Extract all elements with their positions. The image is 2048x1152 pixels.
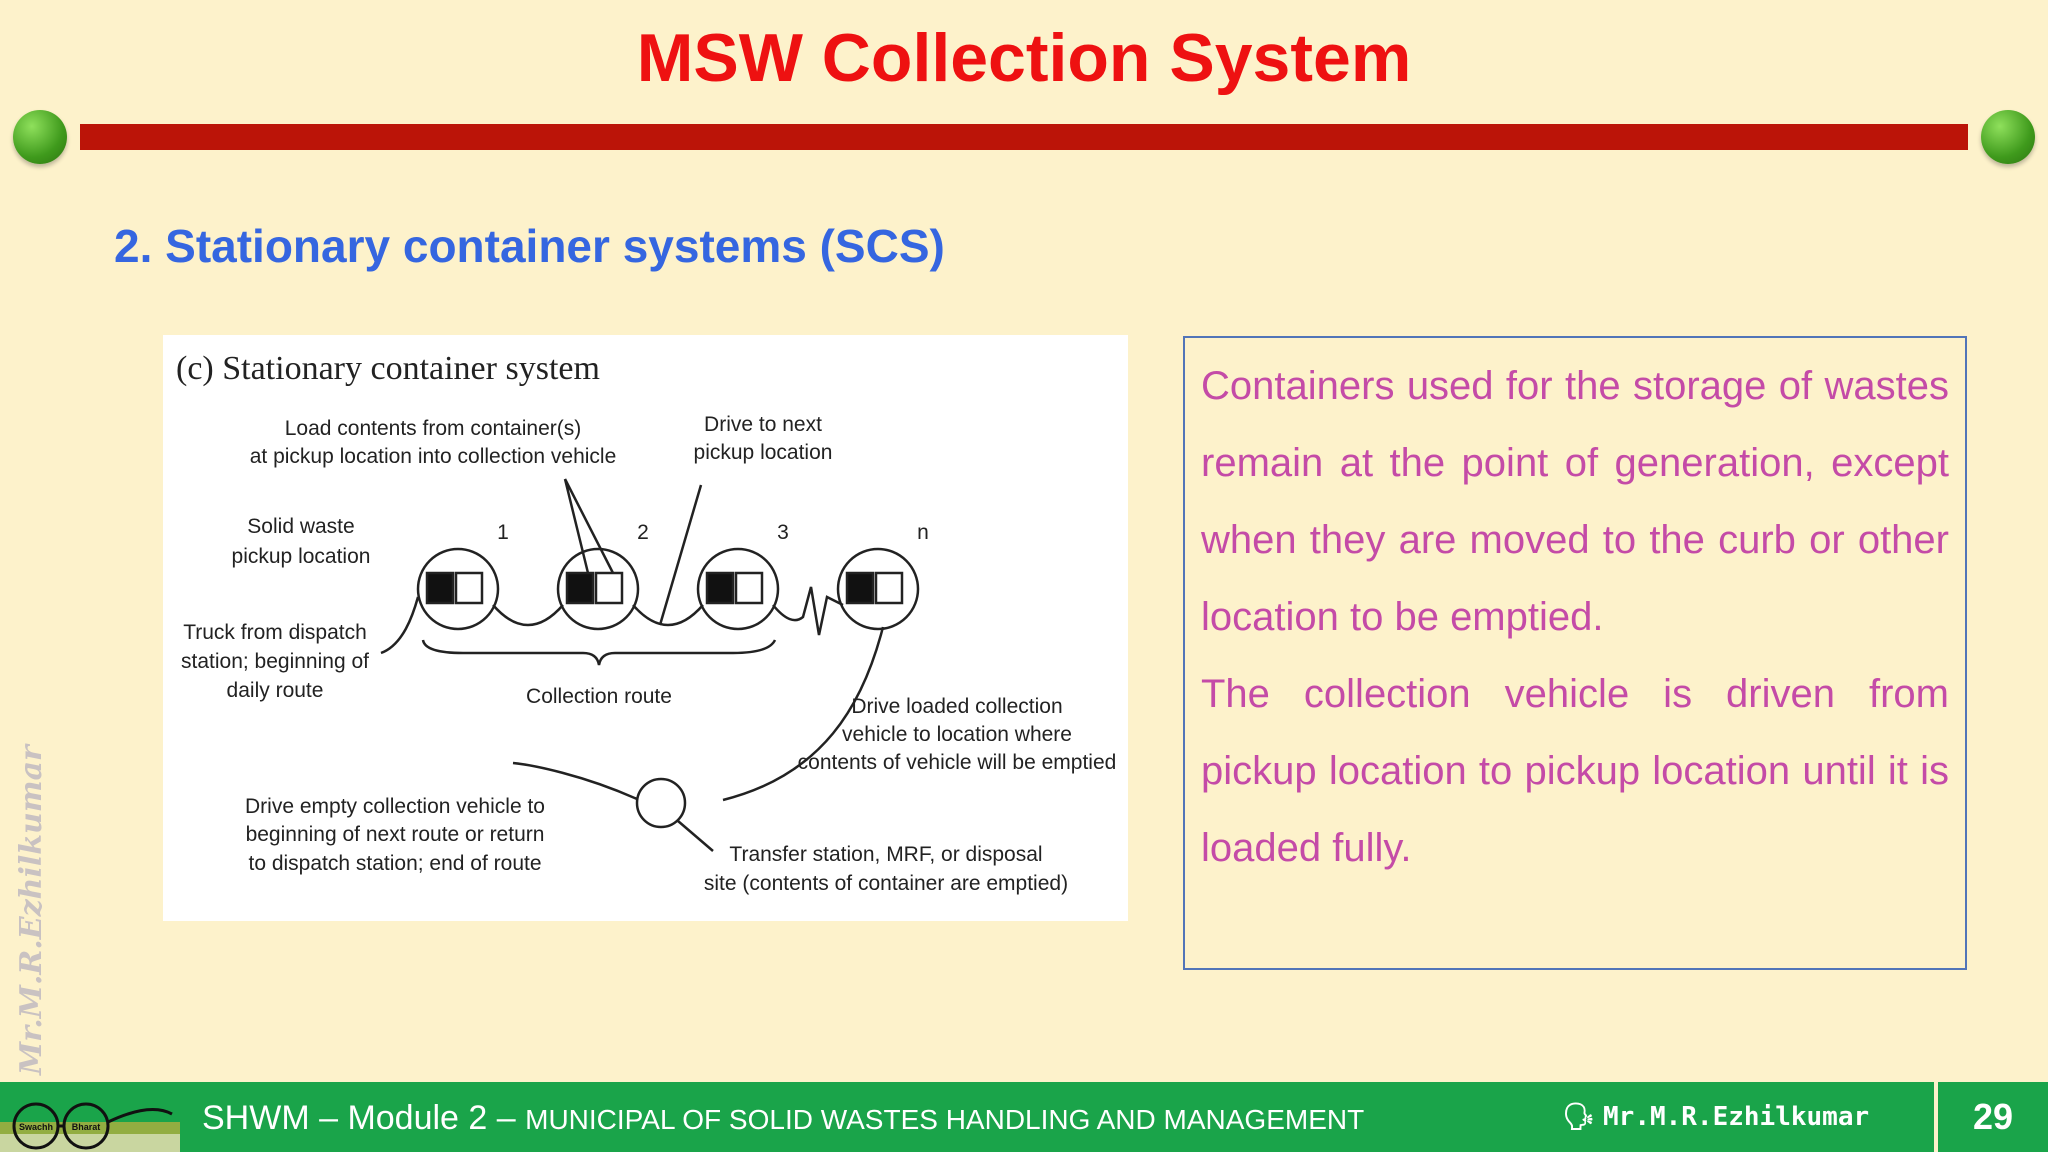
pickup-number-1: 1 xyxy=(497,521,509,544)
diagram-caption: (c) Stationary container system xyxy=(176,350,600,387)
pickup-circle-n xyxy=(836,547,920,631)
stationary-container-diagram: (c) Stationary container system Load con… xyxy=(163,335,1128,921)
container-empty-3 xyxy=(734,571,764,605)
label-truck-1: Truck from dispatch xyxy=(183,621,367,644)
route-arc-3-break xyxy=(772,586,844,636)
description-paragraph-1: Containers used for the storage of waste… xyxy=(1201,364,1949,639)
drive-empty-path xyxy=(512,761,638,801)
slide-title: MSW Collection System xyxy=(636,20,1412,96)
head-icon: 🗣 xyxy=(1562,1102,1596,1132)
label-collection-route: Collection route xyxy=(526,685,672,708)
description-paragraph-2: The collection vehicle is driven from pi… xyxy=(1201,672,1949,870)
drive-loaded-path xyxy=(722,626,885,802)
label-drive-empty-2: beginning of next route or return xyxy=(246,823,545,846)
side-author-watermark: Mr.M.R.Ezhilkumar xyxy=(14,745,49,1075)
pickup-number-3: 3 xyxy=(777,521,789,544)
pickup-number-n: n xyxy=(917,521,929,544)
divider-left-dot xyxy=(13,110,67,164)
description-box: Containers used for the storage of waste… xyxy=(1183,336,1967,970)
label-transfer-1: Transfer station, MRF, or disposal xyxy=(729,843,1042,866)
page-number: 29 xyxy=(1972,1096,2014,1137)
label-truck-3: daily route xyxy=(227,679,324,702)
label-drive-next-2: pickup location xyxy=(694,441,833,464)
title-divider xyxy=(80,124,1968,150)
transfer-pointer xyxy=(677,820,714,852)
container-empty-2 xyxy=(594,571,624,605)
divider-right-dot xyxy=(1981,110,2035,164)
container-full-3 xyxy=(705,571,735,605)
footer-course-text: SHWM – Module 2 – MUNICIPAL OF SOLID WAS… xyxy=(202,1098,1364,1140)
pickup-number-2: 2 xyxy=(637,521,649,544)
load-pointer-lines xyxy=(563,478,615,574)
label-drive-loaded-1: Drive loaded collection xyxy=(851,695,1062,718)
label-truck-2: station; beginning of xyxy=(181,650,369,673)
svg-text:Swachh: Swachh xyxy=(19,1122,53,1132)
container-empty-n xyxy=(874,571,904,605)
label-load-contents-2: at pickup location into collection vehic… xyxy=(250,445,617,468)
disposal-circle xyxy=(635,777,687,829)
footer-author: 🗣Mr.M.R.Ezhilkumar xyxy=(1562,1100,1869,1134)
swachh-bharat-logo: Swachh Bharat xyxy=(0,1082,180,1152)
footer-course: SHWM – Module 2 – xyxy=(202,1099,526,1137)
pickup-circle-1 xyxy=(416,547,500,631)
container-full-n xyxy=(845,571,875,605)
footer-module-title: MUNICIPAL OF SOLID WASTES HANDLING AND M… xyxy=(525,1104,1365,1135)
label-pickup-1: Solid waste xyxy=(247,515,354,538)
footer-bar: Swachh Bharat SHWM – Module 2 – MUNICIPA… xyxy=(0,1082,2048,1152)
pickup-circle-3 xyxy=(696,547,780,631)
label-drive-loaded-3: contents of vehicle will be emptied xyxy=(798,751,1117,774)
drive-next-pointer xyxy=(658,484,703,626)
label-drive-loaded-2: vehicle to location where xyxy=(842,723,1072,746)
svg-text:Bharat: Bharat xyxy=(72,1122,101,1132)
route-arc-1-2 xyxy=(492,604,564,627)
container-full-1 xyxy=(425,571,455,605)
route-arc-2-3 xyxy=(632,604,704,627)
label-drive-next-1: Drive to next xyxy=(704,413,822,436)
pickup-circle-2 xyxy=(556,547,640,631)
label-transfer-2: site (contents of container are emptied) xyxy=(704,872,1068,895)
page-number-separator xyxy=(1934,1082,1938,1152)
route-start-path xyxy=(380,596,420,655)
footer-author-name: Mr.M.R.Ezhilkumar xyxy=(1603,1102,1870,1132)
label-drive-empty-1: Drive empty collection vehicle to xyxy=(245,795,545,818)
label-load-contents-1: Load contents from container(s) xyxy=(285,417,581,440)
label-pickup-2: pickup location xyxy=(232,545,371,568)
container-full-2 xyxy=(565,571,595,605)
label-drive-empty-3: to dispatch station; end of route xyxy=(248,852,541,875)
route-brace xyxy=(421,639,777,666)
section-heading: 2. Stationary container systems (SCS) xyxy=(114,220,945,272)
container-empty-1 xyxy=(454,571,484,605)
